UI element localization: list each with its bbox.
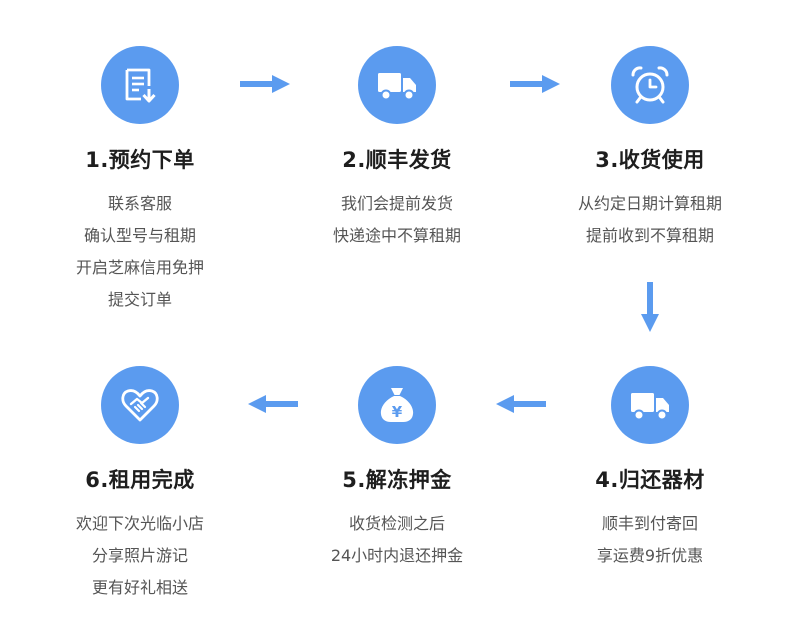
- step-5: ¥ 5.解冻押金 收货检测之后 24小时内退还押金: [297, 366, 497, 572]
- step-5-circle: ¥: [358, 366, 436, 444]
- arrow-right-icon: [510, 75, 560, 93]
- step-1-line-1: 联系客服: [107, 194, 172, 213]
- step-2-line-2: 快递途中不算租期: [332, 226, 461, 245]
- step-4: 4.归还器材 顺丰到付寄回 享运费9折优惠: [550, 366, 750, 572]
- heart-handshake-icon: [121, 389, 159, 422]
- arrow-left-icon: [248, 395, 298, 413]
- step-5-lines: 收货检测之后 24小时内退还押金: [297, 508, 497, 572]
- step-1-lines: 联系客服 确认型号与租期 开启芝麻信用免押 提交订单: [40, 188, 240, 316]
- step-5-title: 5.解冻押金: [342, 468, 452, 492]
- arrow-right-icon: [240, 75, 290, 93]
- money-bag-icon: ¥: [380, 388, 414, 422]
- step-4-title: 4.归还器材: [595, 468, 705, 492]
- step-2-title: 2.顺丰发货: [342, 148, 452, 172]
- step-3-line-2: 提前收到不算租期: [585, 226, 714, 245]
- step-1-line-3: 开启芝麻信用免押: [75, 258, 204, 277]
- step-6-line-1: 欢迎下次光临小店: [75, 514, 204, 533]
- step-5-line-2: 24小时内退还押金: [330, 546, 464, 565]
- step-2: 2.顺丰发货 我们会提前发货 快递途中不算租期: [297, 46, 497, 252]
- step-6-circle: [101, 366, 179, 444]
- step-3-lines: 从约定日期计算租期 提前收到不算租期: [550, 188, 750, 252]
- step-1-line-4: 提交订单: [107, 290, 172, 309]
- step-6-line-2: 分享照片游记: [91, 546, 188, 565]
- form-download-icon: [125, 68, 156, 103]
- step-3-line-1: 从约定日期计算租期: [577, 194, 722, 213]
- step-6-line-3: 更有好礼相送: [91, 578, 188, 597]
- alarm-clock-icon: [631, 66, 669, 104]
- truck-icon: [631, 393, 669, 421]
- step-5-line-1: 收货检测之后: [348, 514, 445, 533]
- step-4-lines: 顺丰到付寄回 享运费9折优惠: [550, 508, 750, 572]
- step-2-line-1: 我们会提前发货: [340, 194, 453, 213]
- step-4-line-1: 顺丰到付寄回: [601, 514, 698, 533]
- step-2-lines: 我们会提前发货 快递途中不算租期: [297, 188, 497, 252]
- step-3-circle: [611, 46, 689, 124]
- step-3-title: 3.收货使用: [595, 148, 705, 172]
- step-4-circle: [611, 366, 689, 444]
- step-2-circle: [358, 46, 436, 124]
- step-3: 3.收货使用 从约定日期计算租期 提前收到不算租期: [550, 46, 750, 252]
- arrow-down-icon: [641, 282, 659, 332]
- step-6: 6.租用完成 欢迎下次光临小店 分享照片游记 更有好礼相送: [40, 366, 240, 604]
- step-1-circle: [101, 46, 179, 124]
- step-1-line-2: 确认型号与租期: [83, 226, 196, 245]
- step-1-title: 1.预约下单: [85, 148, 195, 172]
- svg-text:¥: ¥: [392, 403, 403, 421]
- truck-icon: [378, 73, 416, 101]
- step-6-lines: 欢迎下次光临小店 分享照片游记 更有好礼相送: [40, 508, 240, 604]
- step-1: 1.预约下单 联系客服 确认型号与租期 开启芝麻信用免押 提交订单: [40, 46, 240, 316]
- arrow-left-icon: [496, 395, 546, 413]
- step-4-line-2: 享运费9折优惠: [596, 546, 704, 565]
- step-6-title: 6.租用完成: [85, 468, 195, 492]
